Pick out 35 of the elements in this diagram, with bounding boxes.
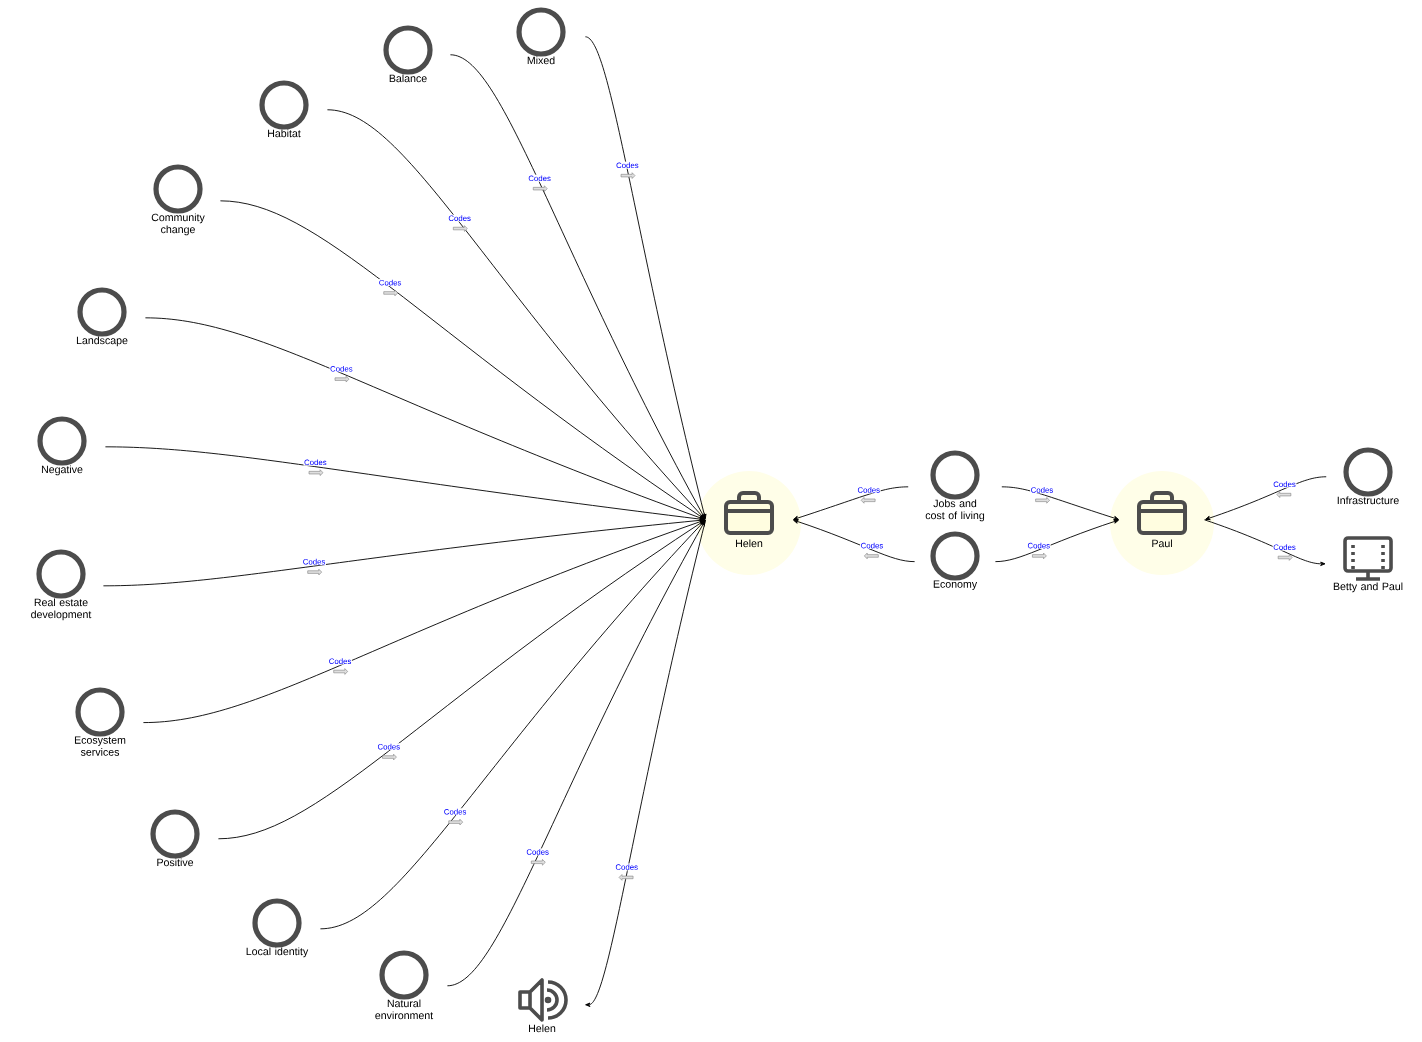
connector-arrow — [585, 519, 707, 1007]
node-label: Local identity — [246, 947, 309, 958]
connector-arrow — [793, 486, 909, 521]
node-label: Economy — [933, 580, 978, 590]
node-label: Jobs and cost of living — [925, 499, 985, 522]
node-label: Community change — [151, 213, 205, 236]
node-label: Ecosystem services — [74, 736, 126, 756]
node-label: Helen — [736, 539, 763, 548]
node-label: Real estate development — [31, 598, 92, 621]
connector-arrow — [584, 36, 707, 520]
connector-arrow — [219, 200, 706, 520]
connector-arrow — [319, 520, 706, 930]
connector-arrow — [217, 520, 706, 840]
node-label: Positive — [157, 858, 194, 867]
node-label: Helen — [529, 1024, 556, 1033]
connector-arrow — [793, 519, 916, 563]
node-label: Paul — [1152, 539, 1172, 548]
connector-arrow — [994, 519, 1119, 563]
connector-arrow — [1203, 519, 1326, 567]
connector-arrow — [1001, 486, 1119, 521]
connector-arrow — [446, 520, 706, 987]
connector-arrow — [102, 518, 705, 587]
connector-arrow — [449, 54, 706, 520]
connector-arrow — [104, 446, 705, 522]
node-label: Balance — [389, 74, 427, 83]
connector-arrow — [326, 109, 706, 520]
connector-arrow — [144, 317, 705, 520]
node-label: Natural environment — [375, 999, 434, 1020]
node-label: Infrastructure — [1337, 496, 1399, 505]
connector-arrow — [1205, 476, 1327, 521]
node-label: Negative — [41, 465, 83, 476]
node-label: Betty and Paul — [1333, 582, 1403, 593]
node-label: Habitat — [268, 129, 301, 138]
node-label: Mixed — [527, 56, 555, 65]
node-label: Landscape — [76, 336, 128, 347]
